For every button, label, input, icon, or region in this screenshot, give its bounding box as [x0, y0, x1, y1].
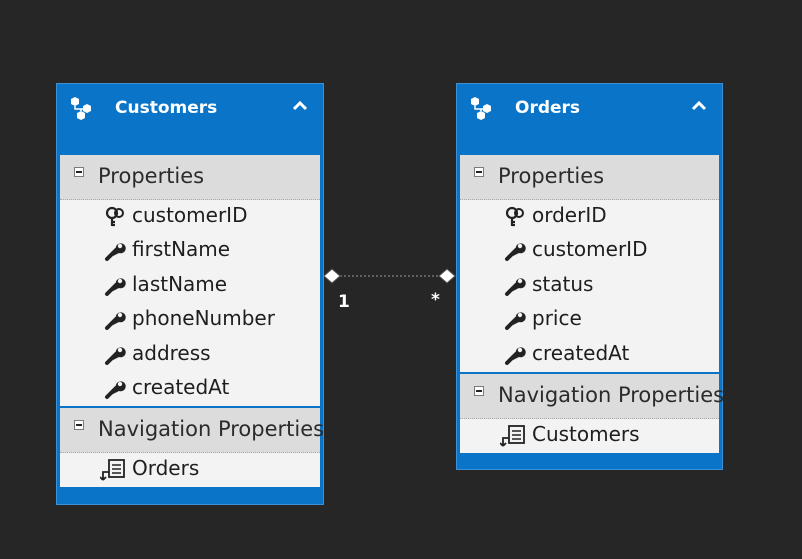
property-wrench-icon — [504, 344, 526, 366]
property-row[interactable]: createdAt — [460, 338, 719, 372]
property-row[interactable]: createdAt — [60, 372, 320, 406]
navigation-list: Orders — [60, 453, 320, 487]
property-wrench-icon — [504, 240, 526, 262]
navigation-property-icon — [499, 424, 526, 448]
collapse-chevron-icon[interactable] — [690, 98, 708, 112]
multiplicity-one: 1 — [338, 292, 350, 312]
property-name: lastName — [132, 271, 228, 296]
entity-title: Orders — [515, 98, 581, 118]
section-title: Navigation Properties — [498, 383, 725, 407]
navigation-section: Navigation Properties Customers — [460, 374, 724, 454]
property-row[interactable]: price — [460, 303, 719, 337]
section-collapse-icon[interactable] — [474, 386, 484, 396]
properties-section: Properties customerID firstName lastName ph… — [60, 155, 320, 407]
key-property-icon — [504, 206, 526, 228]
navigation-property-name: Orders — [132, 456, 200, 480]
entity-header[interactable]: Orders — [457, 84, 722, 155]
section-title: Properties — [98, 164, 205, 188]
entity-icon — [71, 97, 91, 120]
property-name: status — [532, 271, 594, 296]
property-wrench-icon — [104, 344, 126, 366]
section-title: Navigation Properties — [98, 417, 325, 441]
property-name: address — [132, 340, 211, 365]
property-name: price — [532, 306, 582, 331]
collapse-chevron-icon[interactable] — [291, 98, 309, 112]
section-collapse-icon[interactable] — [474, 167, 484, 177]
property-row[interactable]: customerID — [460, 234, 719, 268]
property-row[interactable]: lastName — [60, 269, 320, 303]
navigation-property-row[interactable]: Orders — [60, 453, 320, 487]
navigation-section: Navigation Properties Orders — [60, 408, 324, 488]
section-collapse-icon[interactable] — [74, 420, 84, 430]
properties-section-header[interactable]: Properties — [60, 155, 320, 200]
navigation-property-name: Customers — [532, 422, 640, 446]
navigation-section-header[interactable]: Navigation Properties — [460, 374, 724, 419]
property-wrench-icon — [504, 275, 526, 297]
property-row[interactable]: customerID — [60, 200, 320, 234]
entity-header[interactable]: Customers — [57, 84, 323, 155]
entity-title: Customers — [115, 98, 218, 118]
property-name: phoneNumber — [132, 306, 275, 331]
property-name: orderID — [532, 203, 607, 227]
property-name: firstName — [132, 237, 231, 262]
navigation-section-header[interactable]: Navigation Properties — [60, 408, 324, 453]
property-list: orderID customerID status price createdAt — [460, 200, 719, 372]
property-wrench-icon — [104, 275, 126, 297]
property-wrench-icon — [504, 309, 526, 331]
navigation-property-row[interactable]: Customers — [460, 419, 719, 453]
entity-customers[interactable]: Customers Properties customerID firstName… — [56, 83, 324, 505]
property-row[interactable]: firstName — [60, 234, 320, 268]
entity-icon — [471, 97, 491, 120]
property-list: customerID firstName lastName phoneNumber ad… — [60, 200, 320, 406]
section-title: Properties — [498, 164, 605, 188]
property-name: createdAt — [132, 374, 230, 399]
entity-orders[interactable]: Orders Properties orderID customerID statu… — [456, 83, 724, 470]
property-name: createdAt — [532, 340, 630, 365]
property-row[interactable]: phoneNumber — [60, 303, 320, 337]
property-wrench-icon — [104, 378, 126, 400]
navigation-property-icon — [99, 458, 126, 482]
property-wrench-icon — [104, 240, 126, 262]
property-wrench-icon — [104, 309, 126, 331]
property-name: customerID — [132, 203, 248, 227]
property-row[interactable]: orderID — [460, 200, 719, 234]
property-row[interactable]: address — [60, 338, 320, 372]
property-row[interactable]: status — [460, 269, 719, 303]
properties-section-header[interactable]: Properties — [460, 155, 719, 200]
section-collapse-icon[interactable] — [74, 167, 84, 177]
multiplicity-many: * — [431, 290, 440, 310]
navigation-list: Customers — [460, 419, 719, 453]
properties-section: Properties orderID customerID status price c… — [460, 155, 719, 372]
key-property-icon — [104, 206, 126, 228]
property-name: customerID — [532, 237, 648, 262]
